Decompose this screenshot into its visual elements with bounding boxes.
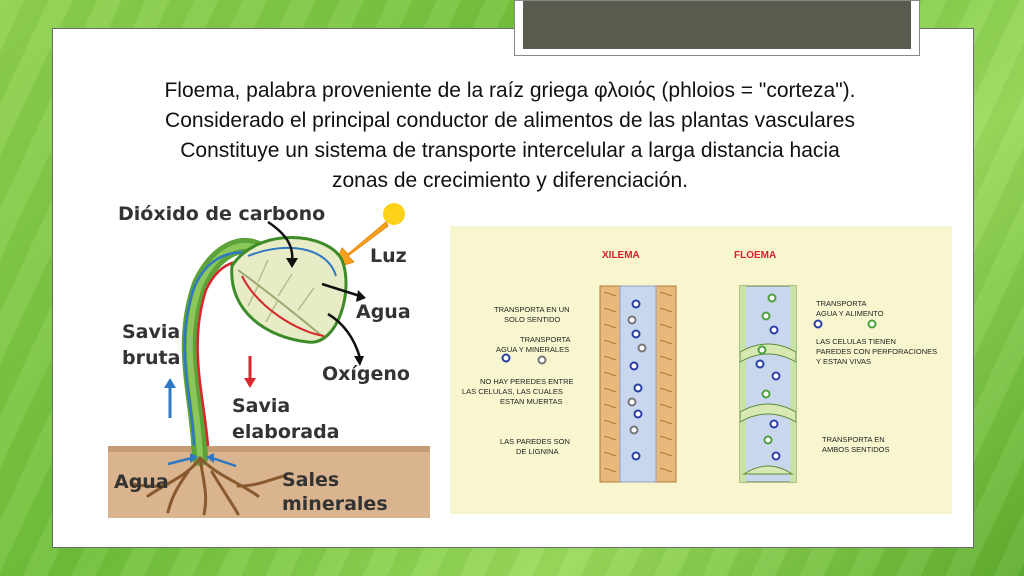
- soil-surface: [108, 446, 430, 452]
- leaf: [230, 236, 348, 344]
- body-line-2: Considerado el principal conductor de al…: [165, 109, 855, 132]
- label-agua-root: Agua: [114, 471, 169, 493]
- oxygen-out-arrow-icon: [327, 312, 362, 359]
- svg-text:LAS CELULAS, LAS CUALES: LAS CELULAS, LAS CUALES: [462, 387, 563, 396]
- title-placeholder-fill: [523, 1, 911, 49]
- phloem-notes: TRANSPORTA AGUA Y ALIMENTO LAS CELULAS T…: [813, 299, 937, 454]
- label-co2: Dióxido de carbono: [118, 203, 325, 225]
- body-line-4: zonas de crecimiento y diferenciación.: [331, 169, 688, 192]
- label-savia-elab-1: Savia: [232, 395, 290, 417]
- svg-text:AGUA Y MINERALES: AGUA Y MINERALES: [496, 345, 569, 354]
- xylem-notes: TRANSPORTA EN UN SOLO SENTIDO TRANSPORTA…: [462, 305, 574, 456]
- svg-text:LAS CELULAS TIENEN: LAS CELULAS TIENEN: [816, 337, 896, 346]
- svg-text:TRANSPORTA: TRANSPORTA: [816, 299, 867, 308]
- label-oxigeno: Oxígeno: [322, 363, 410, 385]
- body-text: Floema, palabra proveniente de la raíz g…: [70, 76, 950, 196]
- svg-text:LAS PAREDES SON: LAS PAREDES SON: [500, 437, 570, 446]
- svg-text:AGUA Y ALIMENTO: AGUA Y ALIMENTO: [816, 309, 884, 318]
- svg-text:TRANSPORTA EN: TRANSPORTA EN: [822, 435, 885, 444]
- svg-text:DE LIGNINA: DE LIGNINA: [516, 447, 559, 456]
- svg-text:PAREDES CON PERFORACIONES: PAREDES CON PERFORACIONES: [816, 347, 937, 356]
- phloem-vessel: [739, 285, 797, 483]
- title-placeholder: [514, 0, 920, 56]
- header-xilema: XILEMA: [602, 250, 640, 261]
- xylem-vessel: [599, 285, 677, 483]
- label-agua-leaf: Agua: [356, 301, 411, 323]
- body-line-1: Floema, palabra proveniente de la raíz g…: [164, 79, 856, 102]
- water-out-arrow-icon: [321, 282, 361, 298]
- minerals-in-arrow-icon: [211, 456, 237, 468]
- label-luz: Luz: [370, 245, 407, 267]
- vessel-illustration: XILEMA FLOEMA: [450, 226, 952, 514]
- label-savia-bruta-2: bruta: [122, 347, 180, 369]
- svg-text:TRANSPORTA EN UN: TRANSPORTA EN UN: [494, 305, 570, 314]
- stem-highlight: [186, 242, 271, 461]
- label-savia-elab-2: elaborada: [232, 421, 340, 443]
- label-sales-2: minerales: [282, 493, 388, 515]
- plant-illustration: Dióxido de carbono Luz Agua Oxígeno Savi…: [108, 203, 430, 518]
- svg-text:SOLO SENTIDO: SOLO SENTIDO: [504, 315, 560, 324]
- leaf-red-loop: [241, 275, 325, 337]
- label-sales-1: Sales: [282, 469, 339, 491]
- svg-text:NO HAY PEREDES ENTRE: NO HAY PEREDES ENTRE: [480, 377, 574, 386]
- leaf-vein: [237, 269, 323, 337]
- svg-text:AMBOS SENTIDOS: AMBOS SENTIDOS: [822, 445, 890, 454]
- sun-icon: [383, 203, 405, 225]
- header-floema: FLOEMA: [734, 250, 776, 261]
- water-in-arrow-icon: [167, 456, 193, 466]
- leaf-blue-loop: [247, 246, 337, 277]
- svg-text:TRANSPORTA: TRANSPORTA: [520, 335, 571, 344]
- svg-text:Y ESTAN VIVAS: Y ESTAN VIVAS: [816, 357, 871, 366]
- roots: [130, 456, 286, 516]
- body-line-3: Constituye un sistema de transporte inte…: [180, 139, 840, 162]
- svg-text:ESTAN MUERTAS: ESTAN MUERTAS: [500, 397, 563, 406]
- label-savia-bruta-1: Savia: [122, 321, 180, 343]
